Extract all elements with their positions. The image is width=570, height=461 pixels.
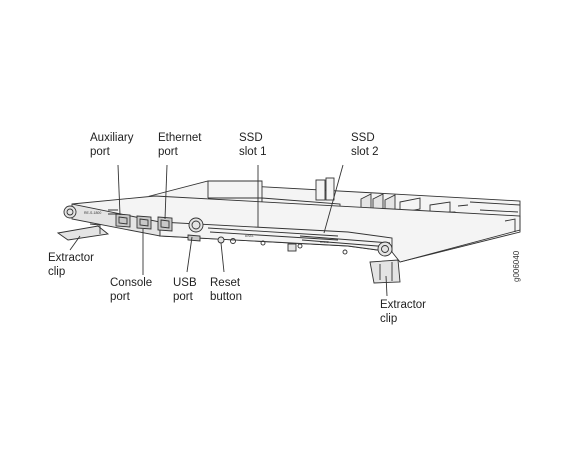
module-right-edge [399,216,521,263]
usb-port-jack [187,217,204,242]
ssd-1-text: DISK1 [245,234,254,238]
right-thumbscrew [377,241,393,257]
callout-leader-lines [69,164,388,297]
left-extractor-clip [56,225,110,241]
ssd-2-text: DISK2 [320,240,329,244]
figure-id: g006040 [512,250,521,282]
ssd-slot-2-opening [299,235,391,248]
left-extractor-hinge [89,223,101,234]
auxiliary-port-jack [115,213,131,228]
faceplate-model-text: RE-S-1800 [84,211,101,215]
rear-connector [504,218,516,232]
right-extractor-clip [369,259,401,284]
ssd-slot-1-opening [207,227,339,241]
drive-cage-edge [207,181,262,199]
board-traces [457,201,521,213]
console-port-jack [136,215,152,230]
left-thumbscrew [63,205,77,219]
faceplate-front [159,221,393,253]
ethernet-port-jack [157,216,173,232]
right-extractor-slots [379,262,393,281]
